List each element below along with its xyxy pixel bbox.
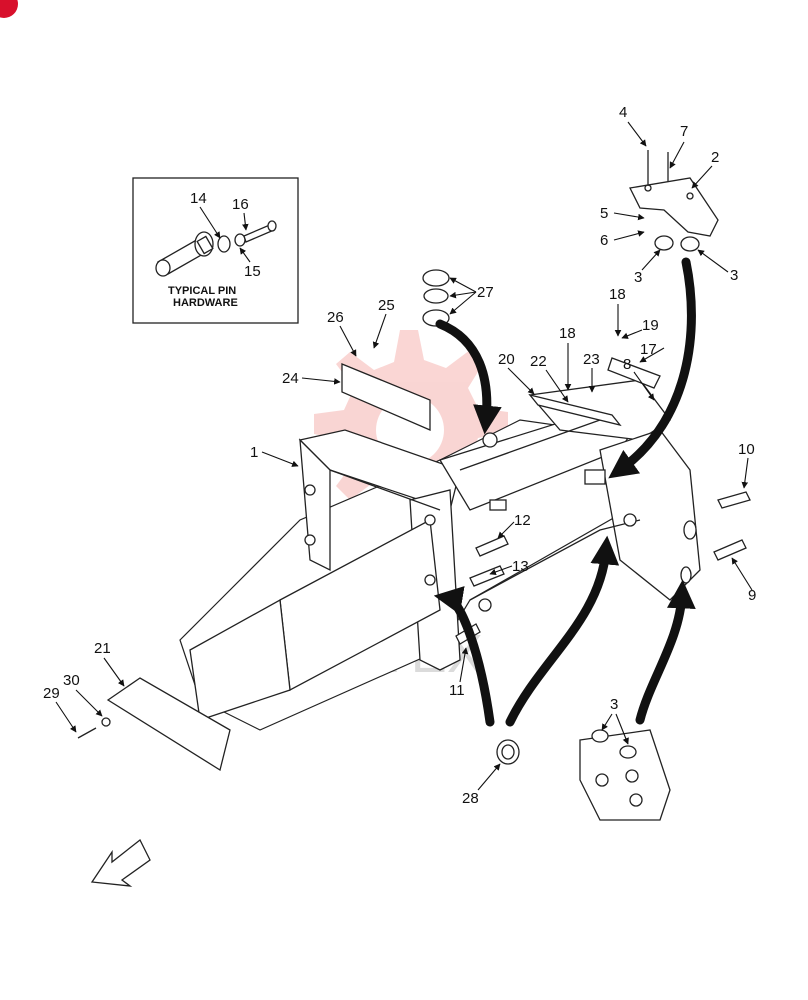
callout-3b: 3 <box>730 267 738 284</box>
callout-2: 2 <box>711 149 719 166</box>
callout-5: 5 <box>600 205 608 222</box>
callout-27: 27 <box>477 284 494 301</box>
callout-14: 14 <box>190 190 207 207</box>
callout-10: 10 <box>738 441 755 458</box>
callout-19: 19 <box>642 317 659 334</box>
spacer-stack-part <box>422 269 450 327</box>
callout-9: 9 <box>748 587 756 604</box>
pin-9 <box>713 539 747 561</box>
callout-7: 7 <box>680 123 688 140</box>
callout-18b: 18 <box>559 325 576 342</box>
bolt-29 <box>77 727 97 739</box>
inset-title-line2: HARDWARE <box>173 297 238 309</box>
callout-12: 12 <box>514 512 531 529</box>
callout-6: 6 <box>600 232 608 249</box>
lower-mount-part <box>579 729 671 821</box>
big-arrow-2 <box>435 319 502 435</box>
callout-22: 22 <box>530 353 547 370</box>
callout-4: 4 <box>619 104 627 121</box>
callout-25: 25 <box>378 297 395 314</box>
direction-arrow-icon <box>90 838 151 887</box>
callout-28: 28 <box>462 790 479 807</box>
callout-30: 30 <box>63 672 80 689</box>
plate-part <box>341 363 431 431</box>
grommet-part <box>496 739 520 765</box>
big-arrow-1 <box>608 257 696 479</box>
callout-labels: 1 2 3 3 3 4 5 6 7 8 9 10 11 12 13 17 <box>43 104 756 807</box>
strip-part <box>607 357 661 389</box>
callout-16: 16 <box>232 196 249 213</box>
frame-tab <box>489 499 507 511</box>
pin-10 <box>717 491 751 509</box>
inset-pin-illustration <box>155 220 277 277</box>
main-frame <box>179 379 701 731</box>
callout-13: 13 <box>512 558 529 575</box>
inset-typical-pin-hardware: 14 16 15 TYPICAL PIN HARDWARE <box>132 177 299 324</box>
callout-26: 26 <box>327 309 344 326</box>
big-arrow-3 <box>433 586 495 727</box>
callout-21: 21 <box>94 640 111 657</box>
pin-12 <box>475 535 509 557</box>
corner-badge <box>0 0 18 18</box>
callout-17: 17 <box>640 341 657 358</box>
fender-part <box>106 677 231 772</box>
callout-29: 29 <box>43 685 60 702</box>
big-arrow-4 <box>505 535 620 727</box>
big-arrow-5 <box>635 579 696 725</box>
washer-30 <box>101 717 111 727</box>
inset-title-line1: TYPICAL PIN <box>168 285 236 297</box>
bracket-part <box>629 150 719 252</box>
callout-3c: 3 <box>610 696 618 713</box>
callout-3a: 3 <box>634 269 642 286</box>
callout-20: 20 <box>498 351 515 368</box>
crossbar-part <box>528 393 622 427</box>
callout-24: 24 <box>282 370 299 387</box>
callout-23: 23 <box>583 351 600 368</box>
callout-11: 11 <box>449 682 465 699</box>
callout-18a: 18 <box>609 286 626 303</box>
callout-8: 8 <box>623 356 631 373</box>
frame-pad <box>584 469 606 485</box>
callout-1: 1 <box>250 444 258 461</box>
callout-15: 15 <box>244 263 261 280</box>
